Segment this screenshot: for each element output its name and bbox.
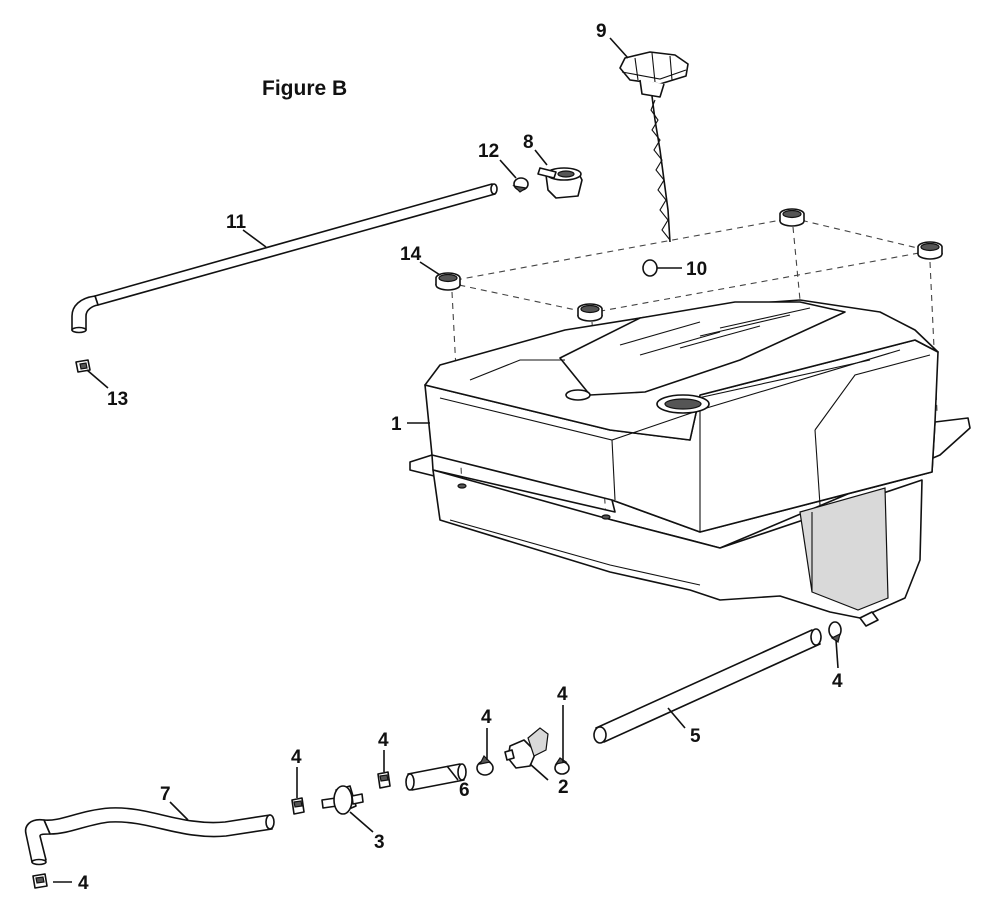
vent-valve [537,167,583,199]
hose-clamp [75,359,91,373]
callout-1: 1 [391,414,402,435]
hose-clamp [828,621,842,643]
callout-4: 4 [557,684,568,705]
callout-12: 12 [478,141,499,162]
figure-title: Figure B [262,77,347,100]
callout-4: 4 [481,707,492,728]
short-hose [405,763,467,791]
callout-4: 4 [832,671,843,692]
long-fuel-hose [24,807,275,866]
callout-13: 13 [107,389,128,410]
callout-10: 10 [686,259,707,280]
fuel-cap [619,51,689,98]
callout-7: 7 [160,784,171,805]
grommet [779,208,805,227]
callouts: 1 2 3 4 4 4 4 4 4 5 6 7 8 9 10 11 12 13 … [78,21,843,894]
hose-clamp [554,757,570,775]
grommet [917,241,943,260]
hose-clamp [512,177,529,193]
callout-4: 4 [291,747,302,768]
grommet [577,303,603,322]
cap-tether [650,95,671,243]
grommet [435,272,461,291]
o-ring [642,259,658,277]
leader-lines [53,37,839,883]
callout-2: 2 [558,777,569,798]
callout-8: 8 [523,132,534,153]
callout-4: 4 [78,873,89,894]
callout-11: 11 [226,212,247,233]
callout-14: 14 [400,244,422,265]
fuel-tank [409,299,971,627]
hose-clamp [377,771,391,789]
fuel-hose [593,628,822,744]
callout-4: 4 [378,730,389,751]
fuel-filter [321,785,364,815]
tank-grommets [435,208,943,322]
callout-3: 3 [374,832,385,853]
callout-5: 5 [690,726,701,747]
hose-clamp [291,797,305,815]
hose-clamp [476,754,494,776]
shut-off-valve [504,727,549,769]
hose-clamp [32,873,48,889]
vent-hose [71,183,498,334]
callout-9: 9 [596,21,607,42]
callout-6: 6 [459,780,470,801]
